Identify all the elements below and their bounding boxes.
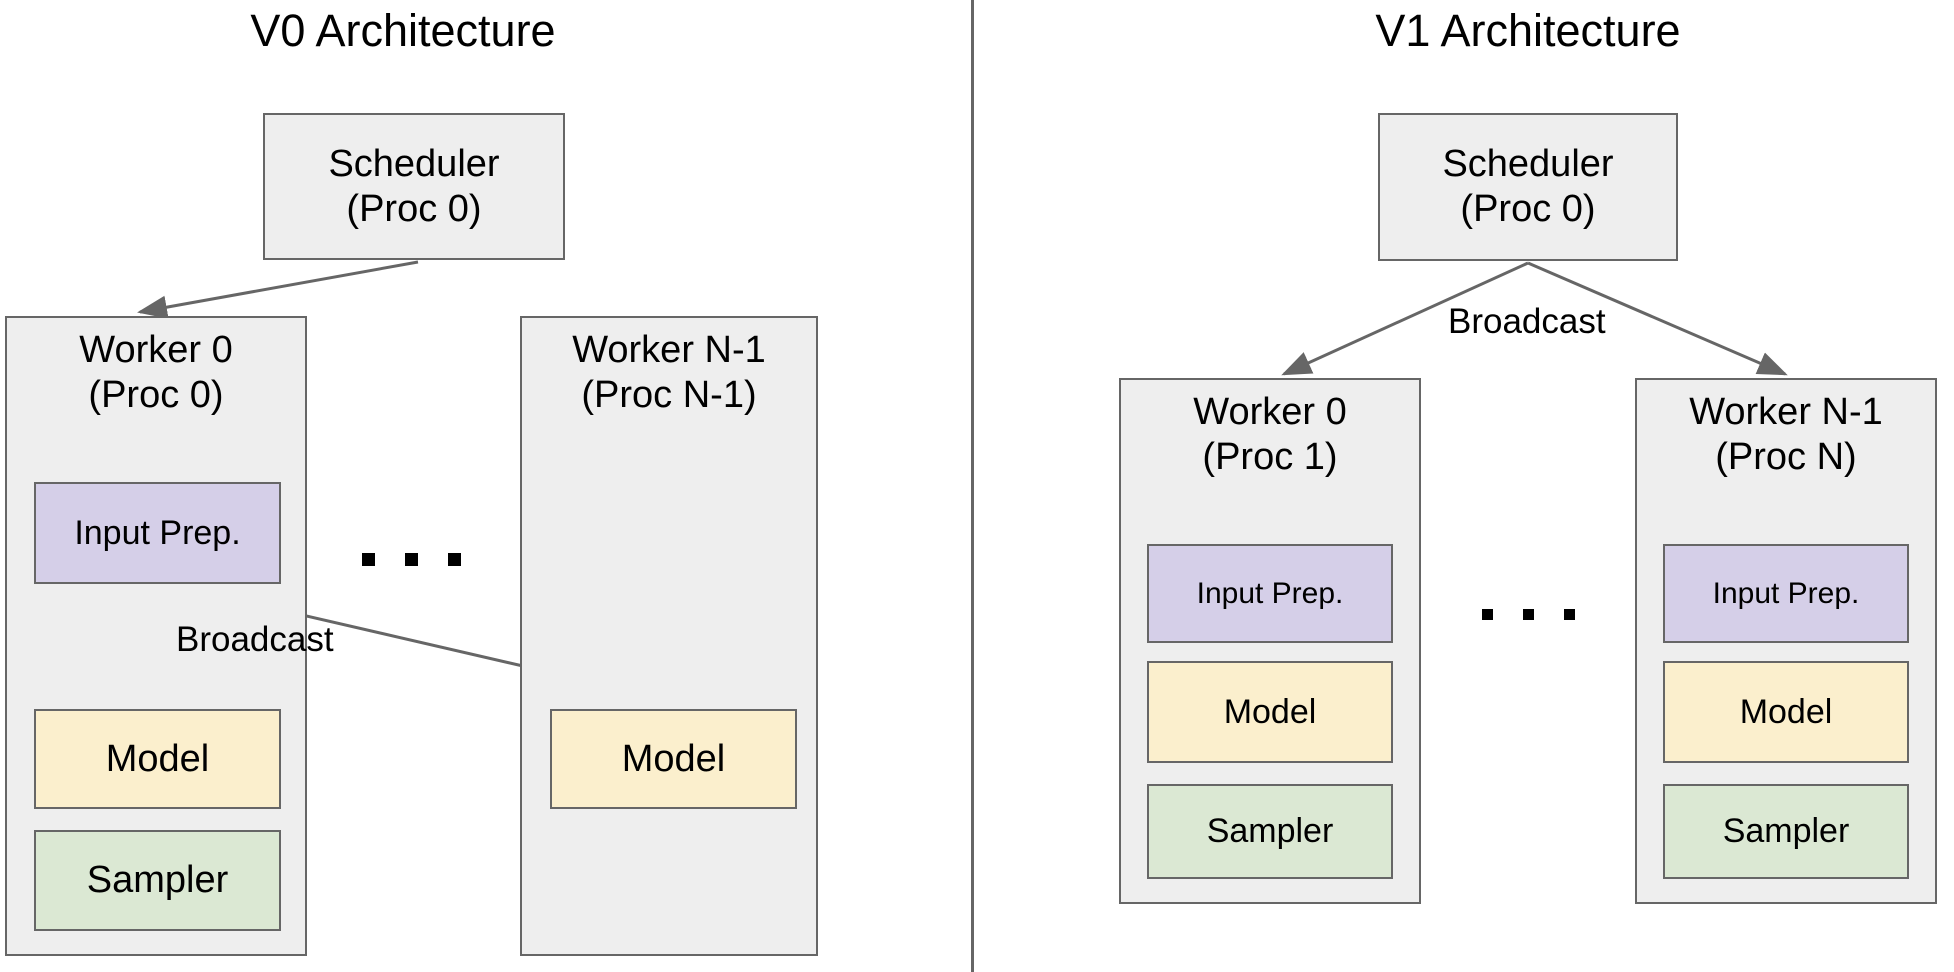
v0-worker-0-sampler-label: Sampler	[86, 859, 229, 902]
v1-worker-n-input-prep[interactable]: Input Prep.	[1663, 544, 1909, 643]
ellipsis-dot	[1523, 609, 1534, 620]
v1-broadcast-label: Broadcast	[1448, 302, 1606, 341]
v0-broadcast-label: Broadcast	[176, 620, 334, 659]
v0-worker-0-input-prep[interactable]: Input Prep.	[34, 482, 281, 584]
v1-worker-0-box[interactable]: Worker 0 (Proc 1) Input Prep. Model Samp…	[1119, 378, 1421, 904]
v0-worker-0-label: Worker 0 (Proc 0)	[79, 329, 233, 416]
v0-worker-n-box[interactable]: Worker N-1 (Proc N-1) Model	[520, 316, 818, 956]
v1-worker-0-sampler[interactable]: Sampler	[1147, 784, 1393, 879]
v1-worker-n-model-label: Model	[1739, 692, 1833, 731]
v1-ellipsis	[1482, 609, 1575, 620]
panel-title-v1: V1 Architecture	[1375, 5, 1681, 56]
v0-worker-0-sampler[interactable]: Sampler	[34, 830, 281, 931]
ellipsis-dot	[1564, 609, 1575, 620]
v0-worker-0-input-prep-label: Input Prep.	[74, 513, 241, 552]
v1-worker-n-sampler[interactable]: Sampler	[1663, 784, 1909, 879]
v1-worker-n-box[interactable]: Worker N-1 (Proc N) Input Prep. Model Sa…	[1635, 378, 1937, 904]
v0-worker-0-box[interactable]: Worker 0 (Proc 0) Input Prep. Model Samp…	[5, 316, 307, 956]
v1-worker-n-model[interactable]: Model	[1663, 661, 1909, 763]
ellipsis-dot	[448, 553, 461, 566]
v0-scheduler-label: Scheduler (Proc 0)	[328, 142, 500, 230]
v1-worker-0-label: Worker 0 (Proc 1)	[1193, 391, 1347, 478]
v0-worker-n-model-label: Model	[621, 737, 726, 780]
v1-worker-0-sampler-label: Sampler	[1206, 812, 1334, 851]
panel-title-v0: V0 Architecture	[250, 5, 556, 56]
v0-scheduler-box[interactable]: Scheduler (Proc 0)	[263, 113, 565, 260]
v0-worker-0-model[interactable]: Model	[34, 709, 281, 809]
v1-scheduler-box[interactable]: Scheduler (Proc 0)	[1378, 113, 1678, 261]
v1-worker-n-label: Worker N-1 (Proc N)	[1689, 391, 1883, 478]
ellipsis-dot	[405, 553, 418, 566]
v1-worker-n-input-prep-label: Input Prep.	[1712, 576, 1860, 610]
ellipsis-dot	[362, 553, 375, 566]
v0-worker-n-model[interactable]: Model	[550, 709, 797, 809]
arrow-v0-scheduler-to-worker0	[137, 260, 419, 319]
v0-worker-n-label: Worker N-1 (Proc N-1)	[572, 329, 766, 416]
v1-worker-0-model[interactable]: Model	[1147, 661, 1393, 763]
v1-worker-0-model-label: Model	[1223, 692, 1317, 731]
v1-scheduler-label: Scheduler (Proc 0)	[1442, 143, 1614, 230]
v1-worker-0-input-prep[interactable]: Input Prep.	[1147, 544, 1393, 643]
v0-ellipsis	[362, 553, 461, 566]
ellipsis-dot	[1482, 609, 1493, 620]
v1-worker-n-sampler-label: Sampler	[1722, 812, 1850, 851]
v1-worker-0-input-prep-label: Input Prep.	[1196, 576, 1344, 610]
panel-divider	[971, 0, 974, 972]
v0-worker-0-model-label: Model	[105, 737, 210, 780]
